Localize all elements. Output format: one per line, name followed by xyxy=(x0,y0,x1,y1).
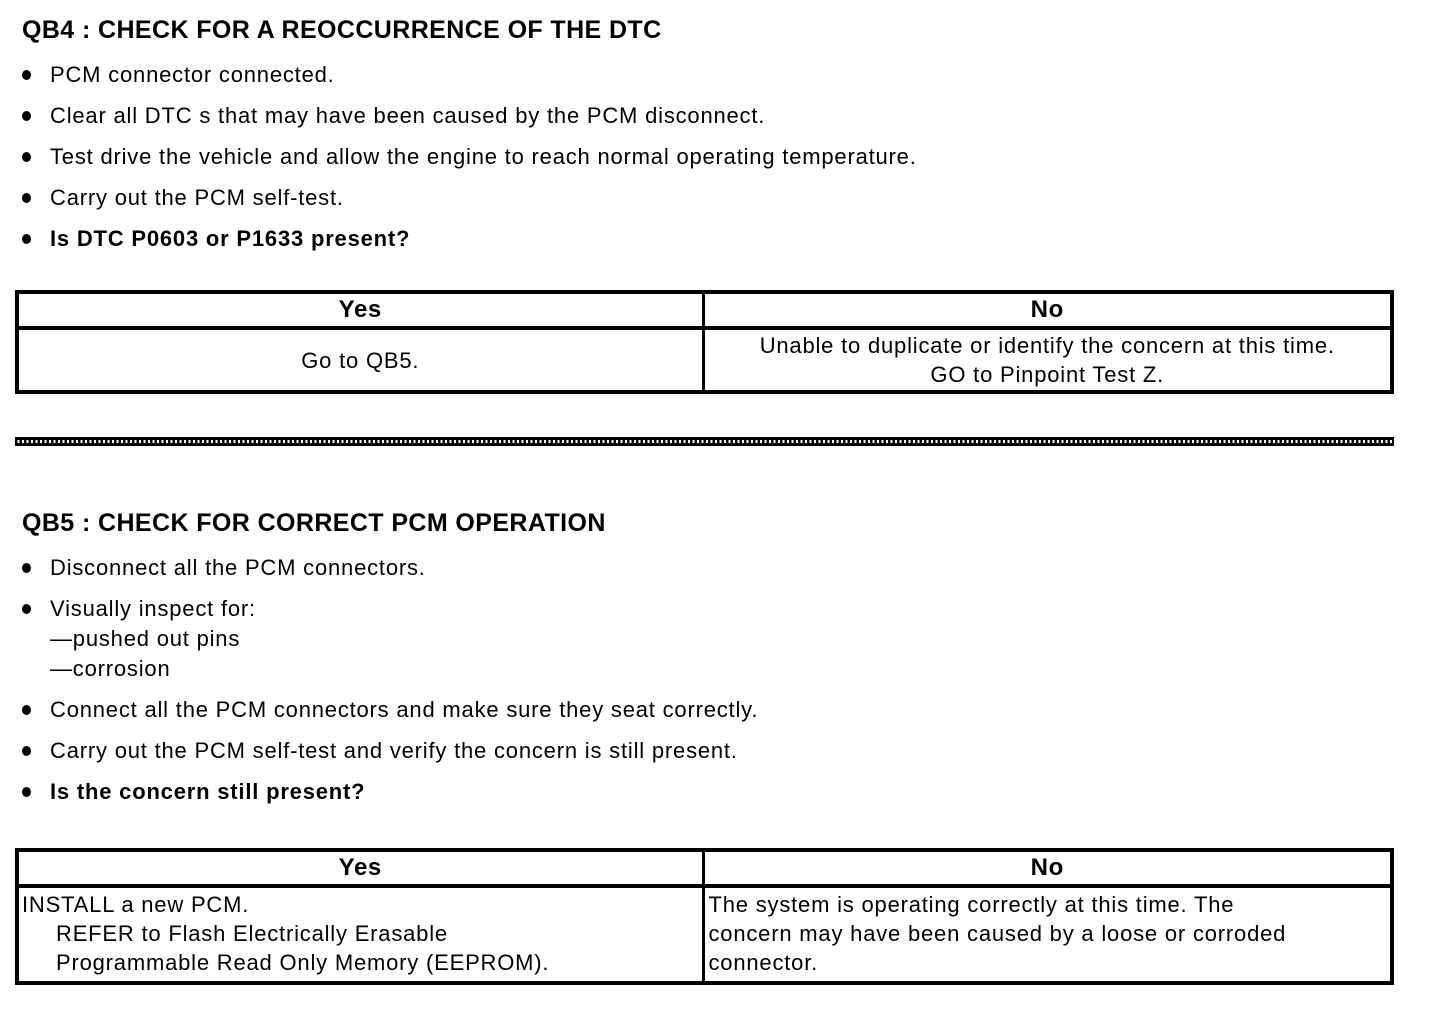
table-header-row: Yes No xyxy=(19,852,1390,888)
no-cell-line: concern may have been caused by a loose … xyxy=(708,921,1287,946)
bullet-text: Disconnect all the PCM connectors. xyxy=(50,555,426,580)
bullet-item: Clear all DTC s that may have been cause… xyxy=(15,101,1394,131)
qb5-question-item: Is the concern still present? xyxy=(15,777,1394,807)
table-body-row: Go to QB5. Unable to duplicate or identi… xyxy=(19,330,1390,390)
bullet-icon xyxy=(22,152,31,162)
dash-subitem: —corrosion xyxy=(50,656,171,681)
yes-cell-line: Programmable Read Only Memory (EEPROM). xyxy=(56,950,550,975)
bullet-item: Test drive the vehicle and allow the eng… xyxy=(15,142,1394,172)
table-header-row: Yes No xyxy=(19,294,1390,330)
bullet-icon xyxy=(22,787,31,797)
bullet-text: Carry out the PCM self-test. xyxy=(50,185,344,210)
bullet-icon xyxy=(22,705,31,715)
no-cell-line: GO to Pinpoint Test Z. xyxy=(930,362,1165,387)
yes-cell-line: Go to QB5. xyxy=(301,347,420,373)
bullet-text: Clear all DTC s that may have been cause… xyxy=(50,103,766,128)
yes-column-header: Yes xyxy=(19,294,705,326)
no-cell-line: connector. xyxy=(708,950,819,975)
qb4-bullet-list: PCM connector connected. Clear all DTC s… xyxy=(15,60,1394,254)
bullet-text: PCM connector connected. xyxy=(50,62,335,87)
bullet-item: Disconnect all the PCM connectors. xyxy=(15,553,1394,583)
yes-cell: INSTALL a new PCM. REFER to Flash Electr… xyxy=(19,888,705,981)
table-body-row: INSTALL a new PCM. REFER to Flash Electr… xyxy=(19,888,1390,981)
bullet-icon xyxy=(22,234,31,244)
bullet-text: Visually inspect for: —pushed out pins —… xyxy=(50,594,256,684)
bullet-icon xyxy=(22,563,31,573)
no-cell-line: The system is operating correctly at thi… xyxy=(708,892,1235,917)
question-text: Is the concern still present? xyxy=(50,779,366,804)
yes-column-header: Yes xyxy=(19,852,705,884)
no-cell: The system is operating correctly at thi… xyxy=(705,888,1391,981)
no-column-header: No xyxy=(1030,854,1064,881)
bullet-item: PCM connector connected. xyxy=(15,60,1394,90)
qb4-heading: QB4 : CHECK FOR A REOCCURRENCE OF THE DT… xyxy=(22,16,662,44)
qb5-heading: QB5 : CHECK FOR CORRECT PCM OPERATION xyxy=(22,509,606,537)
bullet-icon xyxy=(22,746,31,756)
document-page: QB4 : CHECK FOR A REOCCURRENCE OF THE DT… xyxy=(15,0,1394,985)
dash-subitem: —pushed out pins xyxy=(50,626,241,651)
no-column-header: No xyxy=(1030,296,1064,323)
question-text: Is DTC P0603 or P1633 present? xyxy=(50,226,411,251)
bullet-text-line: Visually inspect for: xyxy=(50,596,256,621)
bullet-item: Carry out the PCM self-test and verify t… xyxy=(15,736,1394,766)
decision-table-qb5: Yes No INSTALL a new PCM. REFER to Flash… xyxy=(15,848,1394,985)
bullet-icon xyxy=(22,193,31,203)
qb4-question-item: Is DTC P0603 or P1633 present? xyxy=(15,224,1394,254)
yes-cell: Go to QB5. xyxy=(19,330,705,390)
bullet-item: Connect all the PCM connectors and make … xyxy=(15,695,1394,725)
qb5-bullet-list: Disconnect all the PCM connectors. Visua… xyxy=(15,553,1394,807)
bullet-icon xyxy=(22,111,31,121)
decision-table-qb4: Yes No Go to QB5. Unable to duplicate or… xyxy=(15,290,1394,394)
bullet-text: Test drive the vehicle and allow the eng… xyxy=(50,144,917,169)
qb5-section: QB5 : CHECK FOR CORRECT PCM OPERATION Di… xyxy=(15,507,1394,985)
section-separator xyxy=(15,437,1394,446)
yes-cell-line: INSTALL a new PCM. xyxy=(22,892,250,917)
yes-cell-line: REFER to Flash Electrically Erasable xyxy=(56,921,448,946)
bullet-text: Carry out the PCM self-test and verify t… xyxy=(50,738,738,763)
bullet-icon xyxy=(22,604,31,614)
bullet-item: Visually inspect for: —pushed out pins —… xyxy=(15,594,1394,684)
no-cell-line: Unable to duplicate or identify the conc… xyxy=(759,333,1335,358)
bullet-item: Carry out the PCM self-test. xyxy=(15,183,1394,213)
bullet-text: Connect all the PCM connectors and make … xyxy=(50,697,759,722)
no-cell: Unable to duplicate or identify the conc… xyxy=(705,330,1391,390)
qb4-section: QB4 : CHECK FOR A REOCCURRENCE OF THE DT… xyxy=(15,14,1394,394)
bullet-icon xyxy=(22,70,31,80)
